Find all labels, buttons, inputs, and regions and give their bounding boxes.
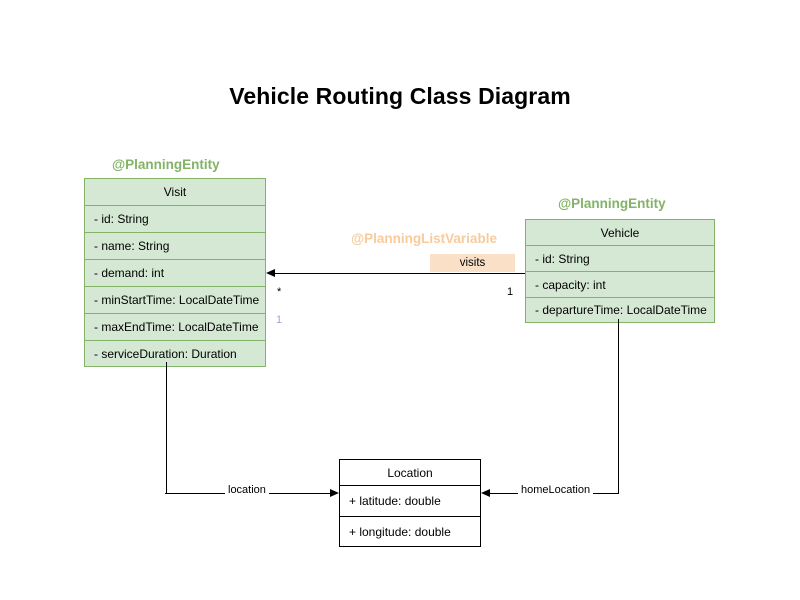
association-line-visits	[275, 273, 525, 274]
class-name-visit: Visit	[84, 178, 266, 205]
multiplicity-visits-target: *	[277, 286, 282, 298]
arrowhead-homelocation	[481, 488, 490, 497]
attribute-row: + latitude: double	[339, 485, 481, 516]
page-title: Vehicle Routing Class Diagram	[229, 83, 571, 109]
association-label-location: location	[225, 484, 269, 496]
association-label-visits: visits	[430, 254, 515, 272]
arrowhead-location	[330, 488, 339, 497]
attribute-row: - capacity: int	[525, 271, 715, 297]
class-name-vehicle: Vehicle	[525, 219, 715, 245]
class-box-visit[interactable]: Visit - id: String - name: String - dema…	[84, 178, 266, 367]
attribute-row: - id: String	[84, 205, 266, 232]
stereotype-visit: @PlanningEntity	[112, 157, 220, 172]
attribute-row: - id: String	[525, 245, 715, 271]
association-label-homelocation: homeLocation	[518, 484, 594, 496]
attribute-row: - demand: int	[84, 259, 266, 286]
attribute-row: - minStartTime: LocalDateTime	[84, 286, 266, 313]
class-box-location[interactable]: Location + latitude: double + longitude:…	[339, 459, 481, 547]
attribute-row: - serviceDuration: Duration	[84, 340, 266, 367]
association-line-homelocation-vertical	[618, 319, 619, 494]
arrowhead-visits	[266, 268, 275, 277]
attribute-row: - departureTime: LocalDateTime	[525, 297, 715, 323]
association-line-location-vertical	[166, 362, 167, 494]
class-box-vehicle[interactable]: Vehicle - id: String - capacity: int - d…	[525, 219, 715, 323]
multiplicity-visits-source: 1	[507, 286, 514, 298]
stereotype-vehicle: @PlanningEntity	[558, 196, 666, 211]
attribute-row: + longitude: double	[339, 516, 481, 547]
stereotype-visits-link: @PlanningListVariable	[351, 231, 497, 246]
attribute-row: - maxEndTime: LocalDateTime	[84, 313, 266, 340]
multiplicity-visits-extra: 1	[276, 314, 283, 326]
attribute-row: - name: String	[84, 232, 266, 259]
class-name-location: Location	[339, 459, 481, 485]
